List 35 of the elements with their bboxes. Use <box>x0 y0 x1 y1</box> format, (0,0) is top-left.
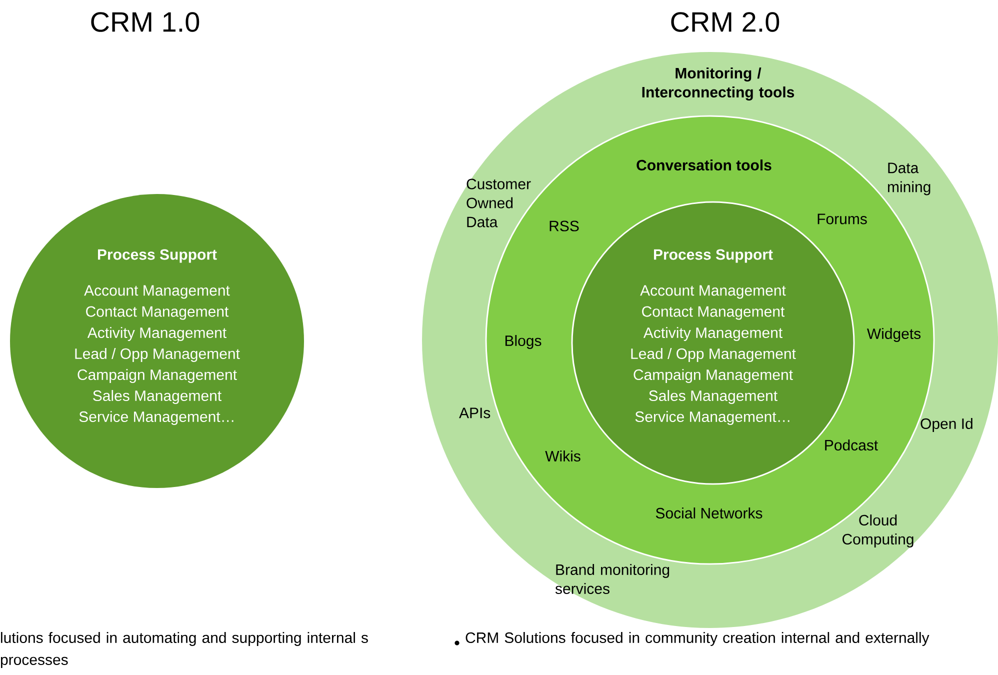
description-text: lutions focused in automating and supporting internal s processes <box>0 632 368 668</box>
circle-label: Lead / Opp Management <box>631 348 796 362</box>
circle-label: Account Management <box>640 285 786 299</box>
circle-label: Campaign Management <box>78 369 237 383</box>
circle-label: Brand monitoring services <box>555 564 670 594</box>
circle-label: Wikis <box>545 450 580 462</box>
circle-label: Podcast <box>825 440 878 450</box>
column-heading: CRM 1.0 <box>91 12 200 32</box>
circle-heading: Conversation tools <box>636 160 772 170</box>
circle-label: Campaign Management <box>634 369 793 383</box>
circle-heading: Process Support <box>98 249 217 263</box>
circle-label: Lead / Opp Management <box>75 348 240 362</box>
column-heading: CRM 2.0 <box>671 12 780 32</box>
circle-label: Data mining <box>888 162 930 196</box>
circle-label: Social Networks <box>656 508 762 518</box>
circle-label: APIs <box>459 408 490 418</box>
circle-label: Service Management… <box>635 411 790 425</box>
circle-label: Customer Owned Data <box>466 178 531 228</box>
circle-label: Activity Management <box>87 327 226 341</box>
circle-label: RSS <box>550 220 579 232</box>
circle-label: Contact Management <box>642 306 785 320</box>
circle-label: Open Id <box>920 418 972 432</box>
circle-label: Blogs <box>505 335 542 349</box>
circle-label: Cloud Computing <box>842 514 914 548</box>
circle-label: Contact Management <box>86 306 229 320</box>
circle-label: Widgets <box>866 328 921 342</box>
circle-heading: Monitoring / Interconnecting tools <box>642 67 794 101</box>
circle-label: Sales Management <box>649 390 778 404</box>
circle-label: Activity Management <box>643 327 782 341</box>
circle-label: Sales Management <box>93 390 222 404</box>
circle-heading: Process Support <box>654 249 773 263</box>
description-text: CRM Solutions focused in community creation internal and externally <box>466 632 930 646</box>
circle-label: Forums <box>818 214 867 224</box>
circle-label: Service Management… <box>79 411 234 425</box>
circle-label: Account Management <box>84 285 230 299</box>
